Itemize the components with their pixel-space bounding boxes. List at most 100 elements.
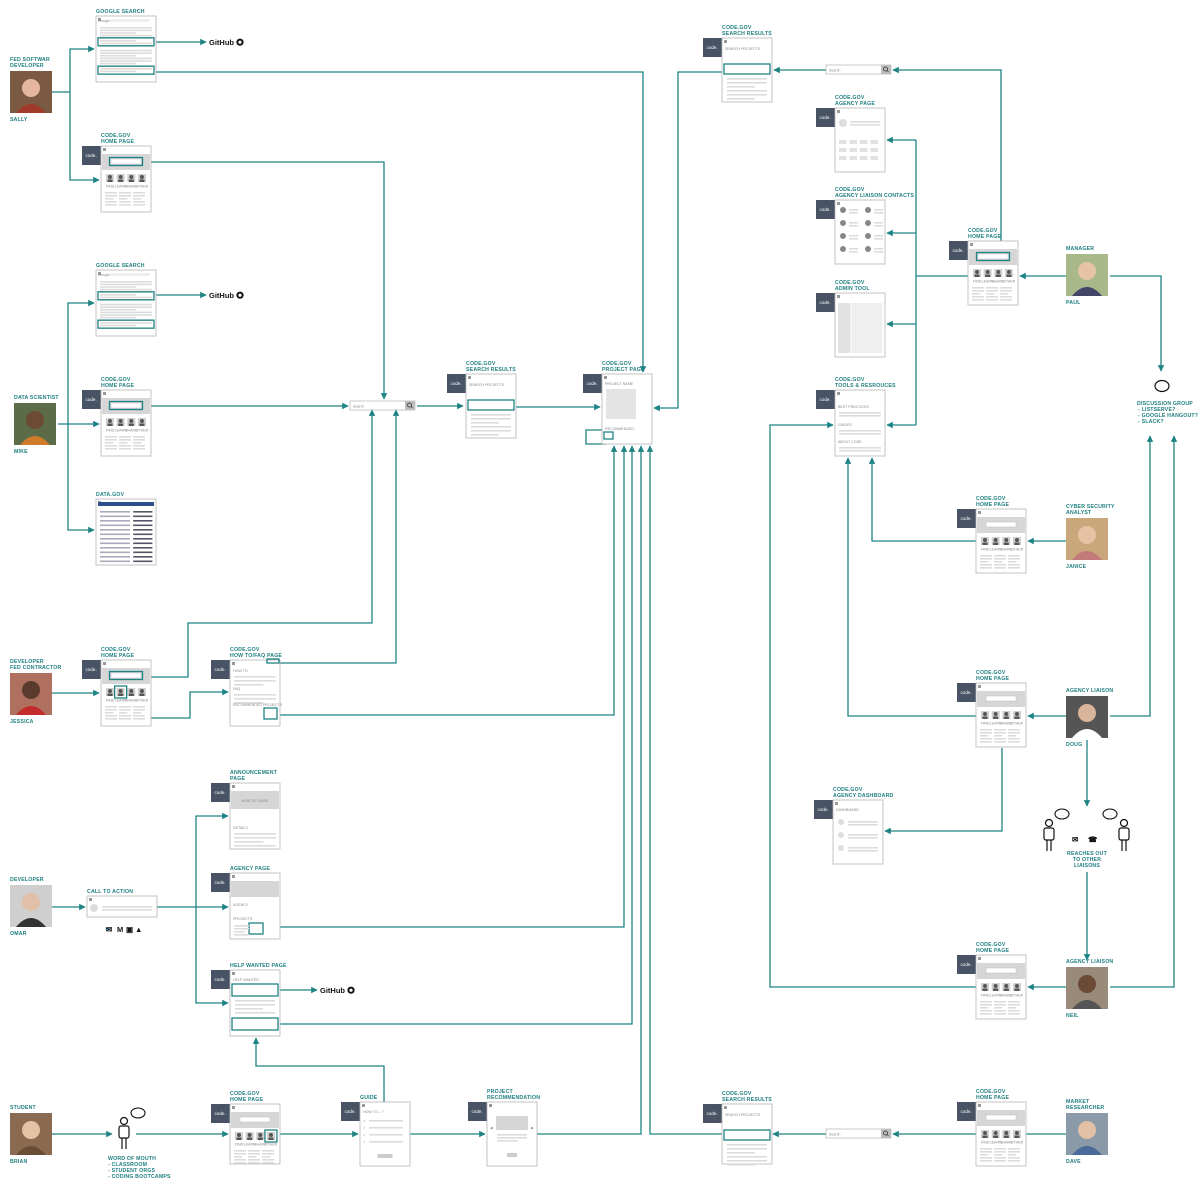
page-logo [978, 511, 981, 514]
home-icon-label: SHARE [125, 185, 138, 189]
text-line [100, 538, 130, 540]
person-icon [1006, 270, 1011, 274]
text-line [100, 529, 130, 531]
person-body [107, 693, 113, 696]
text-line [994, 1013, 1006, 1015]
connector-line [154, 71, 647, 373]
hero-search [985, 521, 1017, 528]
text-line [100, 288, 152, 291]
person-icon [865, 233, 871, 239]
home-icon-label: OTHER [1011, 1141, 1024, 1145]
persona-role: RESEARCHER [1066, 1105, 1104, 1111]
search-bar[interactable]: Search [825, 64, 892, 75]
text-line [100, 52, 152, 54]
discussion-item: - LISTSERVE? [1138, 407, 1175, 413]
code-badge-text: code. [818, 807, 829, 812]
speech-bubble-icon [1102, 808, 1118, 820]
text-line [980, 1154, 989, 1156]
connector-line [844, 457, 976, 717]
page-label: HOME PAGE [101, 139, 134, 145]
connector-line [67, 424, 95, 534]
persona-face [1078, 975, 1096, 993]
discussion-group: …DISCUSSION GROUP- LISTSERVE?- GOOGLE HA… [1137, 379, 1198, 425]
page-logo [978, 957, 981, 960]
hero-band [231, 791, 279, 809]
text-line [133, 709, 145, 711]
search-button[interactable] [881, 1129, 891, 1138]
details-heading: DETAILS [233, 826, 248, 830]
cta-avatar [90, 904, 98, 912]
page-label: CODE.GOV [101, 133, 131, 139]
text-line [980, 561, 989, 563]
projects-heading: PROJECTS [233, 917, 253, 921]
text-line [874, 225, 883, 227]
home-icon-label: SHARE [254, 1143, 267, 1147]
grid-cell [849, 140, 857, 144]
text-line [994, 735, 1003, 737]
text-line [133, 439, 145, 441]
call-to-action-card-thumbnail[interactable] [86, 895, 158, 918]
datagov-thumbnail[interactable]: DATA.GOV [95, 492, 157, 566]
text-line [1008, 1157, 1020, 1159]
google-logo: Google [98, 273, 110, 277]
search-bar[interactable]: Search [349, 400, 416, 411]
text-line [234, 833, 276, 835]
search-button[interactable] [881, 65, 891, 74]
text-line [980, 729, 992, 731]
text-line [133, 442, 142, 444]
text-line [1008, 567, 1020, 569]
text-line [849, 238, 858, 240]
admin-sidebar [838, 303, 851, 353]
connector-line [157, 812, 229, 908]
page-label: HOME PAGE [968, 234, 1001, 240]
text-line [234, 1162, 246, 1164]
text-line [235, 1012, 275, 1014]
home-icon-label: FIND [106, 429, 115, 433]
person-icon [237, 1133, 241, 1137]
text-line [980, 735, 989, 737]
hero-search [110, 672, 142, 679]
person-icon [985, 270, 990, 274]
code-badge-text: code. [345, 1109, 356, 1114]
text-line [100, 303, 152, 306]
person-icon [129, 689, 134, 693]
text-line [980, 732, 992, 734]
search-bar[interactable]: Search [825, 1128, 892, 1139]
home-icon-label: FIND [981, 722, 990, 726]
speech-bubble-icon [130, 1107, 146, 1119]
search-button[interactable] [405, 401, 415, 410]
connector-line [892, 66, 1002, 241]
hero-search [239, 1116, 271, 1123]
connectors [52, 38, 1178, 1138]
text-line [100, 306, 152, 308]
text-line [119, 715, 131, 717]
person-icon [983, 538, 987, 542]
page-label: CODE.GOV [976, 670, 1006, 676]
